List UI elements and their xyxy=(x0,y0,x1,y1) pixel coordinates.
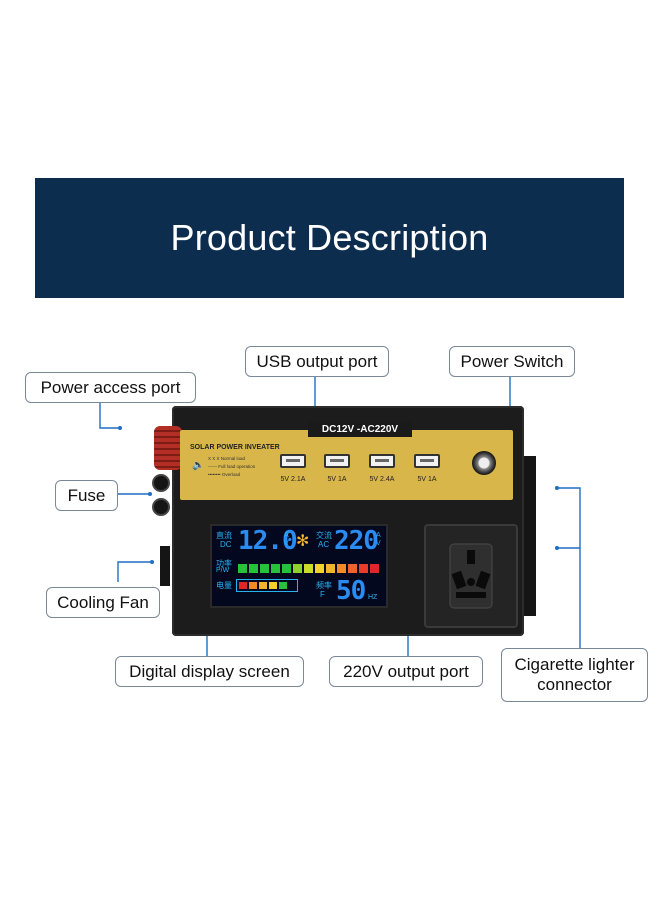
usb-port-2 xyxy=(324,454,350,468)
model-label: DC12V -AC220V xyxy=(308,422,412,437)
title-banner: Product Description xyxy=(35,178,624,298)
dc-voltage-value: 12.0 xyxy=(238,526,298,556)
power-terminal-icon xyxy=(154,426,182,470)
outlet-socket-icon xyxy=(449,543,493,609)
freq-label-cn: 频率 xyxy=(316,581,332,590)
callout-digital-display-screen: Digital display screen xyxy=(115,656,304,687)
usb-port-4 xyxy=(414,454,440,468)
digital-display-screen: 直流 DC 12.0 A V ✻ 交流 AC 220 A V 功率 P/W 电量 xyxy=(210,524,388,608)
battery-label-cn: 电量 xyxy=(216,581,232,590)
usb-port-2-rating: 5V 1A xyxy=(327,476,347,483)
legend-overload: •••••••• Overload xyxy=(208,472,241,477)
usb-port-3-rating: 5V 2.4A xyxy=(369,476,395,483)
legend-normal-load: X X X Normal load xyxy=(208,456,246,461)
freq-label: F xyxy=(320,590,325,599)
legend-full-load: ------ Full load operation xyxy=(208,464,256,469)
callout-220v-output-port: 220V output port xyxy=(329,656,483,687)
usb-port-1 xyxy=(280,454,306,468)
fan-icon: ✻ xyxy=(296,533,310,550)
inverter-device: DC12V -AC220V SOLAR POWER INVEATER 🔈 X X… xyxy=(152,406,536,636)
dc-units: A V xyxy=(284,532,289,547)
brand-label: SOLAR POWER INVEATER xyxy=(190,444,280,451)
ac-label: AC xyxy=(318,540,330,549)
usb-port-4-rating: 5V 1A xyxy=(417,476,437,483)
speaker-icon: 🔈 xyxy=(192,460,205,471)
cooling-fan-grille-icon xyxy=(160,546,170,586)
ac-label-cn: 交流 xyxy=(316,531,332,540)
page-title: Product Description xyxy=(170,217,489,258)
freq-unit: HZ xyxy=(368,594,378,601)
power-label: P/W xyxy=(216,567,230,574)
power-switch-button xyxy=(472,451,496,475)
fuse-icon xyxy=(152,474,170,492)
ac-outlet-socket xyxy=(424,524,518,628)
freq-value: 50 xyxy=(336,576,366,606)
usb-port-3 xyxy=(369,454,395,468)
callout-power-access-port: Power access port xyxy=(25,372,196,403)
callout-fuse: Fuse xyxy=(55,480,118,511)
callout-power-switch: Power Switch xyxy=(449,346,575,377)
dc-label-cn: 直流 xyxy=(216,531,232,540)
callout-cigarette-lighter-connector: Cigarette lighter connector xyxy=(501,648,648,702)
callout-usb-output-port: USB output port xyxy=(245,346,389,377)
callout-cooling-fan: Cooling Fan xyxy=(46,587,160,618)
fuse-icon xyxy=(152,498,170,516)
usb-port-1-rating: 5V 2.1A xyxy=(280,476,306,483)
dc-label: DC xyxy=(220,540,232,549)
power-label-cn: 功率 xyxy=(216,559,232,568)
battery-level-icon xyxy=(236,579,298,592)
cigarette-lighter-socket-icon xyxy=(524,456,536,616)
ac-voltage-value: 220 xyxy=(334,526,379,556)
ac-units: A V xyxy=(376,532,381,547)
